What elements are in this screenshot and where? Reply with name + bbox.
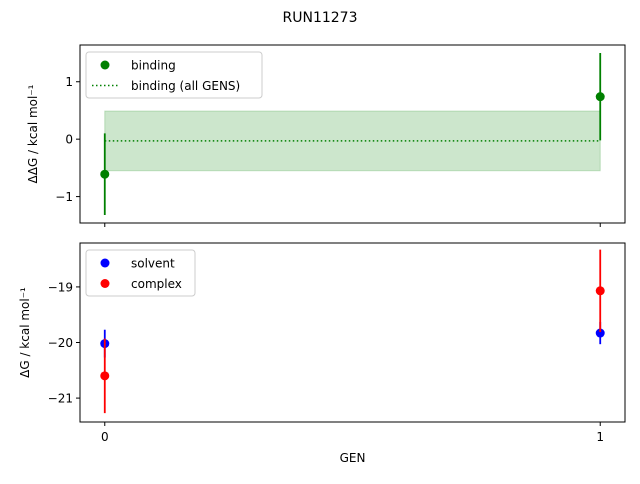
- axes-frame: [79, 242, 626, 423]
- data-point: [595, 92, 605, 102]
- y-tick-label: 1: [65, 75, 73, 89]
- data-point: [100, 371, 110, 381]
- legend-marker: [100, 258, 110, 268]
- legend-label: binding (all GENS): [131, 79, 240, 93]
- legend-label: binding: [131, 59, 176, 73]
- data-point: [595, 286, 605, 296]
- legend-box: [85, 249, 196, 297]
- x-axis-label: GEN: [340, 451, 366, 465]
- y-tick-label: −19: [48, 280, 73, 294]
- panel-1: −19 −20 −21 0 1 ΔG / kcal mol⁻¹ GEN solvent comp…: [18, 242, 626, 465]
- x-tick-label: 1: [596, 430, 604, 444]
- legend-marker: [100, 279, 110, 288]
- y-axis-label: ΔG / kcal mol⁻¹: [18, 287, 32, 378]
- legend-label: solvent: [131, 257, 175, 271]
- legend-marker: [100, 60, 110, 70]
- legend-label: complex: [131, 277, 182, 291]
- data-point: [100, 169, 110, 179]
- y-axis-label: ΔΔG / kcal mol⁻¹: [26, 84, 40, 183]
- y-tick-label: −1: [55, 190, 73, 204]
- data-point: [595, 328, 605, 338]
- y-tick-label: 0: [65, 133, 73, 147]
- x-tick-label: 0: [101, 430, 109, 444]
- panel-0: 1 0 −1 ΔΔG / kcal mol⁻¹ binding binding (all …: [26, 44, 626, 227]
- axes-frame: [79, 44, 626, 224]
- legend-box: [85, 51, 263, 99]
- figure-title: RUN11273: [283, 10, 358, 26]
- y-tick-label: −21: [48, 392, 73, 406]
- y-tick-label: −20: [48, 336, 73, 350]
